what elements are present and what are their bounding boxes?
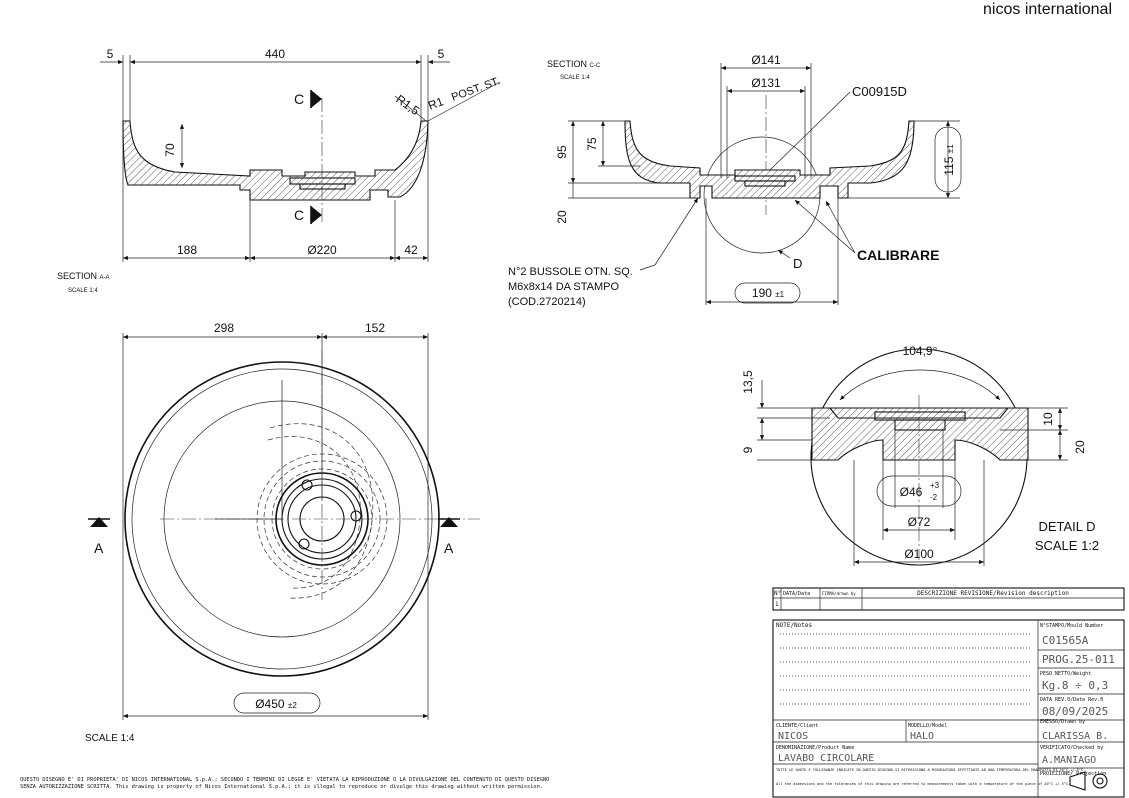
notes-label: NOTE/Notes bbox=[776, 622, 813, 629]
drawn-label: EMESSO/Drawn by bbox=[1040, 719, 1085, 725]
dim-141: Ø141 bbox=[751, 53, 781, 67]
post-st-label: POST. ST. bbox=[450, 75, 502, 104]
dim-100: Ø100 bbox=[904, 547, 934, 561]
product-label: DENOMINAZIONE/Product Name bbox=[776, 745, 854, 751]
dim-115: 115 ±1 bbox=[942, 144, 956, 176]
projection-label: PROIEZIONE/ Projection bbox=[1040, 771, 1106, 777]
rev-n-header: N° bbox=[774, 590, 781, 597]
mould-value: C01565A bbox=[1042, 634, 1089, 647]
title-block: N° DATA/Data FIRMA/drawn by DESCRIZIONE … bbox=[772, 587, 1125, 798]
dim-46-tol-plus: +3 bbox=[930, 481, 940, 490]
code-ref-c00915d: C00915D bbox=[852, 84, 907, 99]
section-cc-title: SECTION C-C bbox=[547, 59, 601, 69]
rev-date-header: DATA/Data bbox=[783, 591, 810, 597]
section-aa-view: 5 440 5 70 R1,5 R1 POST. ST. C C 188 Ø22… bbox=[57, 47, 502, 294]
weight-label: PESO NETTO/Weight bbox=[1040, 671, 1091, 677]
drawn-value: CLARISSA B. bbox=[1042, 731, 1108, 742]
dim-width-440: 440 bbox=[265, 47, 285, 61]
brand-logo: nicos international bbox=[983, 1, 1112, 18]
dim-220: Ø220 bbox=[307, 243, 337, 257]
dim-right-5: 5 bbox=[438, 47, 445, 61]
dim-left-5: 5 bbox=[107, 47, 114, 61]
product-value: LAVABO CIRCOLARE bbox=[778, 753, 874, 764]
dim-height-70: 70 bbox=[163, 143, 177, 157]
prog-value: PROG.25-011 bbox=[1042, 653, 1115, 666]
projection-symbol-icon bbox=[1069, 771, 1108, 791]
client-value: NICOS bbox=[778, 731, 808, 742]
section-cc-scale: SCALE 1:4 bbox=[560, 75, 590, 81]
footer-disclaimer-2: SENZA AUTORIZZAZIONE SCRITTA. This drawi… bbox=[20, 784, 543, 790]
dim-20-detail: 20 bbox=[1073, 440, 1087, 454]
dim-450: Ø450 ±2 bbox=[255, 697, 297, 711]
rev-row-1: 1 bbox=[775, 601, 779, 608]
checked-value: A.MANIAGO bbox=[1042, 755, 1096, 766]
dim-9: 9 bbox=[741, 446, 755, 453]
dim-20: 20 bbox=[555, 210, 569, 224]
tolerance-note-en: All the dimensions and the tolerances of… bbox=[776, 782, 1070, 786]
note-bussole-1: N°2 BUSSOLE OTN. SQ. bbox=[508, 266, 633, 278]
note-bussole-3: (COD.2720214) bbox=[508, 296, 586, 308]
dim-298: 298 bbox=[214, 321, 234, 335]
cut-a-left: A bbox=[94, 540, 104, 556]
dim-13-5: 13,5 bbox=[741, 370, 755, 394]
rev-desc-header: DESCRIZIONE REVISIONE/Revision descripti… bbox=[917, 590, 1069, 597]
section-aa-scale: SCALE 1:4 bbox=[68, 288, 98, 294]
model-label: MODELLO/Model bbox=[908, 723, 947, 729]
dim-95: 95 bbox=[555, 145, 569, 159]
footer-disclaimer-1: QUESTO DISEGNO E' DI PROPRIETA' DI NICOS… bbox=[20, 777, 549, 783]
dim-188: 188 bbox=[177, 243, 197, 257]
detail-d-callout: D bbox=[793, 256, 802, 271]
cut-c-top: C bbox=[294, 91, 304, 107]
cut-a-right: A bbox=[444, 540, 454, 556]
rev-firma-header: FIRMA/drawn by bbox=[822, 591, 856, 596]
checked-label: VERIFICATO/Checked by bbox=[1040, 745, 1103, 751]
detail-d-title: DETAIL D bbox=[1038, 519, 1095, 534]
client-label: CLIENTE/Client bbox=[776, 723, 818, 729]
dim-46: Ø46 bbox=[900, 485, 923, 499]
angle-104-9: 104,9° bbox=[903, 344, 938, 358]
section-aa-title: SECTION A-A bbox=[57, 271, 110, 281]
detail-d-view: 104,9° 13,5 9 10 20 Ø46 +3 -2 bbox=[741, 344, 1099, 566]
tolerance-note-it: TUTTE LE QUOTE E TOLLERANZE INDICATE IN … bbox=[776, 768, 1085, 772]
dim-152: 152 bbox=[365, 321, 385, 335]
plan-view: 298 152 A A Ø450 ±2 SCALE 1:4 bbox=[85, 321, 480, 744]
calibrare-label: CALIBRARE bbox=[857, 247, 939, 263]
weight-value: Kg.8 ÷ 0,3 bbox=[1042, 679, 1108, 692]
date-value: 08/09/2025 bbox=[1042, 705, 1108, 718]
dim-46-tol-minus: -2 bbox=[930, 493, 938, 502]
plan-scale: SCALE 1:4 bbox=[85, 733, 135, 744]
cut-c-bottom: C bbox=[294, 207, 304, 223]
basin-section-aa bbox=[122, 120, 429, 201]
dim-190: 190 ±1 bbox=[752, 286, 785, 300]
mould-label: N°STAMPO/Mould Number bbox=[1040, 623, 1103, 629]
detail-d-scale: SCALE 1:2 bbox=[1035, 538, 1099, 553]
radius-r1: R1 bbox=[426, 94, 446, 113]
dim-75: 75 bbox=[585, 137, 599, 151]
note-bussole-2: M6x8x14 DA STAMPO bbox=[508, 281, 619, 293]
section-cc-view: SECTION C-C SCALE 1:4 Ø141 Ø131 C00915D … bbox=[508, 53, 962, 308]
date-label: DATA REV.0/Date Rev.0 bbox=[1040, 697, 1103, 703]
dim-131: Ø131 bbox=[751, 76, 781, 90]
model-value: HALO bbox=[910, 731, 934, 742]
dim-10: 10 bbox=[1041, 412, 1055, 426]
detail-d-section bbox=[811, 407, 1029, 461]
dim-42: 42 bbox=[404, 243, 418, 257]
dim-72: Ø72 bbox=[908, 515, 931, 529]
